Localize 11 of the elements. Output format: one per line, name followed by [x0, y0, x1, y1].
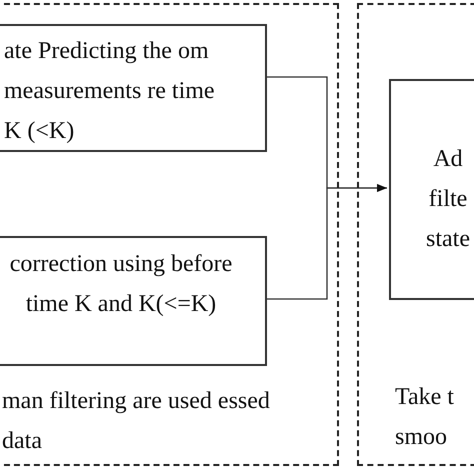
box-text: ate Predicting the om measurements re time K (<K): [4, 37, 216, 146]
box-text: correction using before time K and K(<=K): [8, 250, 234, 319]
box-text: Ad filte state: [425, 145, 471, 254]
dashed-group-frame: [357, 3, 474, 466]
group-caption: man filtering are used essed data: [2, 387, 271, 456]
connector-arrow: [265, 184, 387, 300]
dashed-group-frame: [0, 3, 339, 466]
process-box: [389, 79, 474, 300]
process-box: [0, 24, 267, 152]
group-caption: Take t smoo: [395, 383, 455, 452]
process-box: [0, 236, 267, 366]
